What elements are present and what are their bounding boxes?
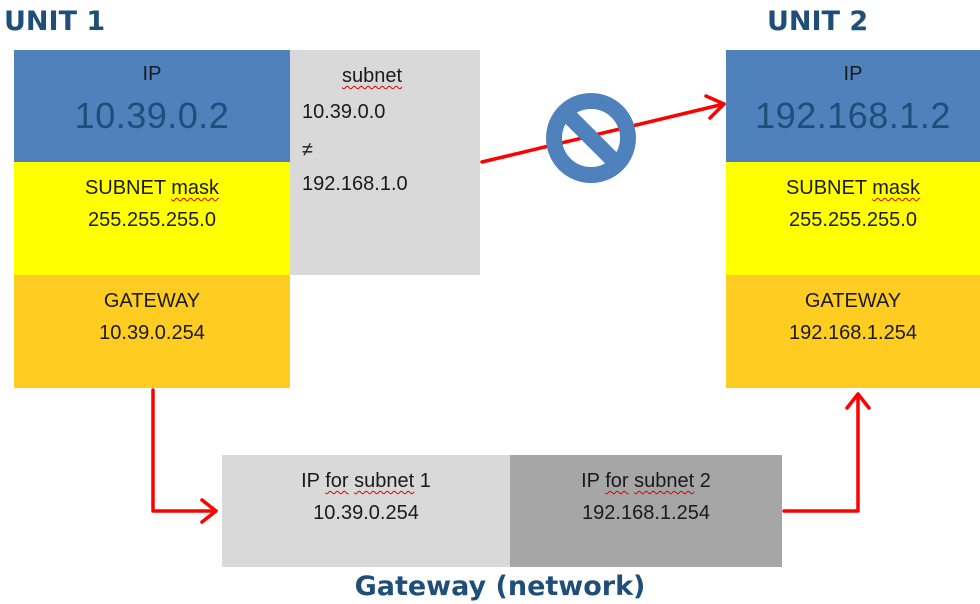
unit1-gateway-box: GATEWAY 10.39.0.254 [14, 275, 290, 388]
direct-route-arrow [480, 102, 726, 164]
unit2-mask-label: SUBNET mask [785, 177, 921, 199]
direct-route-arrowhead [704, 94, 726, 120]
unit2-gateway-value: 192.168.1.254 [789, 322, 917, 344]
unit1-mask-label: SUBNET mask [84, 177, 220, 199]
subnet1-value: 10.39.0.0 [302, 101, 386, 123]
unit2-ip-value: 192.168.1.2 [755, 95, 951, 136]
subnet2-value: 192.168.1.0 [302, 173, 408, 195]
gateway-subnet1-label: IP for subnet 1 [301, 470, 431, 492]
unit1-ip-box: IP 10.39.0.2 [14, 50, 290, 162]
unit1-ip-label: IP [142, 63, 162, 85]
gateway-to-unit2-arrow [782, 394, 860, 513]
prohibited-icon [546, 93, 636, 183]
gateway-subnet2-box: IP for subnet 2 192.168.1.254 [510, 455, 782, 567]
gateway-to-unit2-arrowhead [845, 392, 871, 410]
gateway-network-title: Gateway (network) [354, 571, 646, 602]
unit2-gateway-label: GATEWAY [804, 290, 902, 312]
unit1-gateway-label: GATEWAY [103, 290, 201, 312]
unit1-gateway-value: 10.39.0.254 [99, 322, 205, 344]
subnet-compare-box: subnet 10.39.0.0 ≠ 192.168.1.0 [290, 50, 480, 275]
gateway-subnet2-value: 192.168.1.254 [582, 502, 710, 524]
unit1-to-gateway-arrowhead [200, 498, 218, 524]
unit1-mask-box: SUBNET mask 255.255.255.0 [14, 162, 290, 275]
unit1-to-gateway-arrow [151, 388, 218, 513]
unit2-ip-label: IP [843, 63, 863, 85]
unit2-mask-box: SUBNET mask 255.255.255.0 [726, 162, 980, 275]
unit2-ip-box: IP 192.168.1.2 [726, 50, 980, 162]
subnet-label: subnet [342, 65, 403, 87]
gateway-subnet1-box: IP for subnet 1 10.39.0.254 [222, 455, 510, 567]
unit1-ip-value: 10.39.0.2 [74, 95, 230, 136]
gateway-subnet2-label: IP for subnet 2 [581, 470, 711, 492]
unit2-title: UNIT 2 [767, 6, 869, 37]
unit1-mask-value: 255.255.255.0 [88, 209, 216, 231]
unit2-mask-value: 255.255.255.0 [789, 209, 917, 231]
gateway-subnet1-value: 10.39.0.254 [313, 502, 419, 524]
unit2-gateway-box: GATEWAY 192.168.1.254 [726, 275, 980, 388]
unit1-title: UNIT 1 [4, 6, 106, 37]
not-equal-sign: ≠ [302, 139, 313, 161]
